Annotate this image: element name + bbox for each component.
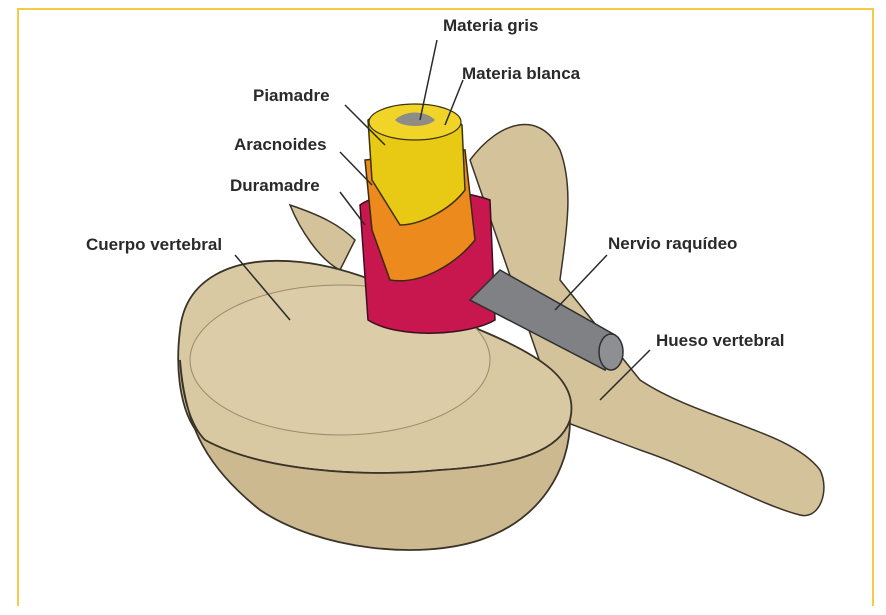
label-cuerpo-vertebral: Cuerpo vertebral <box>86 235 222 255</box>
label-hueso-vertebral: Hueso vertebral <box>656 331 785 351</box>
label-aracnoides: Aracnoides <box>234 135 327 155</box>
label-materia-gris: Materia gris <box>443 16 538 36</box>
label-duramadre: Duramadre <box>230 176 320 196</box>
label-piamadre: Piamadre <box>253 86 330 106</box>
left-process-shape <box>290 205 355 270</box>
label-nervio-raquideo: Nervio raquídeo <box>608 234 737 254</box>
nerve-end-shape <box>599 334 623 370</box>
label-materia-blanca: Materia blanca <box>462 64 580 84</box>
